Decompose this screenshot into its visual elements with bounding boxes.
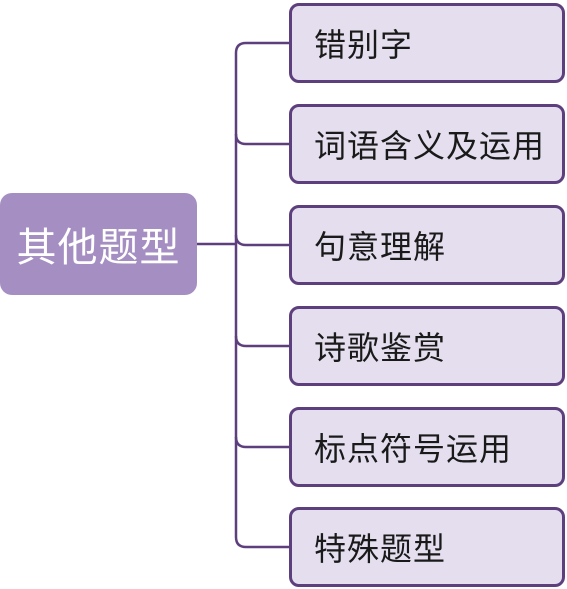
child-node-punctuation: 标点符号运用 [289,407,565,487]
child-label: 诗歌鉴赏 [314,329,447,367]
root-node: 其他题型 [0,193,197,295]
branch-connector [234,436,289,449]
branch-connector [234,234,289,247]
child-label: 特殊题型 [314,530,447,568]
branch-connector [234,133,289,146]
bracket-trunk [234,41,289,549]
child-node-typos: 错别字 [289,3,565,83]
child-label: 词语含义及运用 [314,127,546,165]
child-label: 标点符号运用 [314,430,513,468]
root-label: 其他题型 [16,225,181,271]
child-node-special-types: 特殊题型 [289,507,565,587]
child-label: 句意理解 [314,228,447,266]
child-node-sentence-understanding: 句意理解 [289,205,565,285]
child-label: 错别字 [314,26,414,64]
child-node-poetry-appreciation: 诗歌鉴赏 [289,306,565,386]
branch-connector [234,335,289,348]
child-node-word-meaning: 词语含义及运用 [289,104,565,184]
